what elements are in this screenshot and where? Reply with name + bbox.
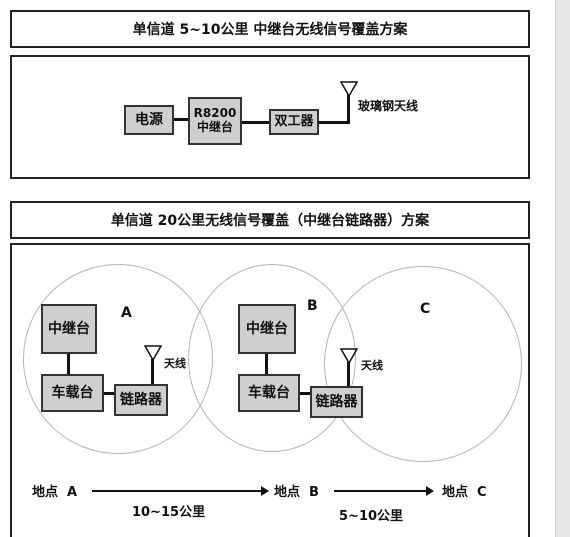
top-title: 单信道 5~10公里 中继台无线信号覆盖方案 (10, 10, 530, 48)
site-a-vehicle-to-linker-line (104, 392, 114, 395)
bottom-diagram-panel: A B C 中继台 车载台 链路器 天线 中继台 车载台 链路器 天线 地点 A… (10, 243, 530, 537)
site-b-repeater-box: 中继台 (238, 304, 296, 354)
place-a-label: 地点 A (32, 485, 78, 500)
duplexer-to-antenna-v (347, 95, 350, 124)
site-b-vehicle-box: 车载台 (238, 374, 300, 412)
power-box: 电源 (124, 105, 174, 135)
top-diagram-panel: 电源 R8200 中继台 双工器 玻璃钢天线 (10, 55, 530, 179)
site-b-vehicle-to-linker-line (300, 392, 310, 395)
antenna-label: 玻璃钢天线 (358, 99, 419, 113)
repeater-box: R8200 中继台 (188, 97, 242, 145)
repeater-to-duplexer-line (242, 121, 269, 124)
bottom-title: 单信道 20公里无线信号覆盖（中继台链路器）方案 (10, 201, 530, 239)
site-a-linker-box: 链路器 (114, 384, 168, 416)
circle-c-label: C (420, 301, 431, 317)
distance-ab-label: 10~15公里 (132, 505, 206, 520)
duplexer-box: 双工器 (269, 109, 319, 135)
power-to-repeater-line (174, 118, 188, 121)
window-edge (555, 0, 570, 537)
route-arrow-ab (92, 486, 269, 496)
site-a-vehicle-box: 车载台 (41, 374, 104, 412)
site-a-antenna-mast (151, 359, 154, 384)
duplexer-to-antenna-h (319, 121, 350, 124)
distance-bc-label: 5~10公里 (339, 509, 404, 524)
site-b-repeater-to-vehicle-line (265, 354, 268, 374)
site-a-antenna-icon (144, 345, 162, 361)
site-a-repeater-to-vehicle-line (67, 354, 70, 374)
site-a-repeater-box: 中继台 (41, 304, 97, 354)
site-b-antenna-label: 天线 (361, 359, 383, 372)
place-c-label: 地点 C (442, 485, 487, 500)
site-b-antenna-mast (347, 362, 350, 386)
circle-a-label: A (121, 305, 132, 321)
antenna-icon (340, 81, 358, 97)
route-arrow-bc (334, 486, 434, 496)
repeater-model: R8200 (193, 106, 237, 121)
place-b-label: 地点 B (274, 485, 319, 500)
repeater-label: 中继台 (196, 120, 233, 134)
coverage-circle-c (324, 266, 522, 462)
site-b-linker-box: 链路器 (310, 386, 363, 418)
site-b-antenna-icon (340, 348, 358, 364)
circle-b-label: B (307, 298, 318, 314)
site-a-antenna-label: 天线 (164, 357, 186, 370)
